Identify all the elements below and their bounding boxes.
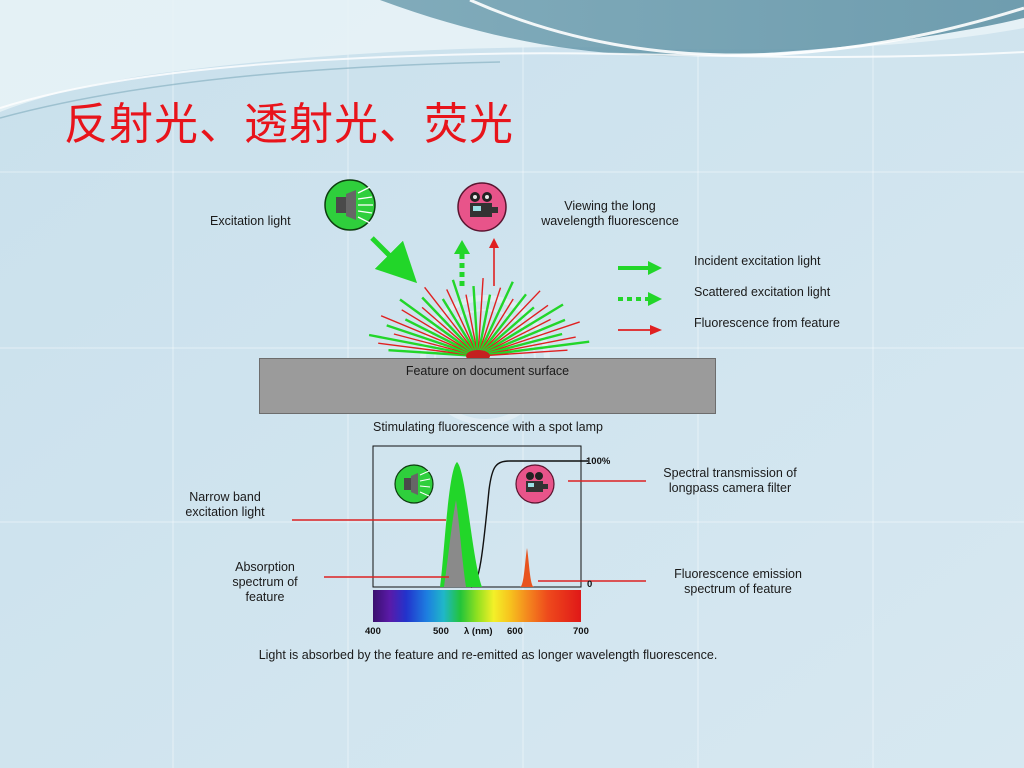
scattered-ray [441,298,480,357]
scattered-ray [421,296,479,357]
scattered-ray [399,298,479,357]
fluor-emission-line1: Fluorescence emission [674,567,802,581]
scattered-ray [451,279,480,357]
fluorescence-ray [477,278,484,357]
tick-700: 700 [573,626,589,637]
scattered-ray [477,332,563,358]
spectral-transmission-label: Spectral transmission of longpass camera… [650,466,810,496]
scattered-ray [477,303,564,358]
incident-excitation-arrow [370,236,418,284]
spot-lamp-icon [394,464,434,504]
viewing-label: Viewing the long wavelength fluorescence [530,199,690,229]
scattered-ray [477,306,535,357]
absorption-line1: Absorption [235,560,295,574]
scattered-ray [476,294,492,357]
absorption-line3: feature [245,590,285,604]
fluorescence-ray [401,309,479,357]
fluorescence-ray [477,321,580,357]
excitation-light-label: Excitation light [210,214,291,228]
scattered-ray [368,333,479,358]
surface-label: Feature on document surface [405,364,570,378]
scattered-ray [386,324,479,358]
fluorescence-ray [477,298,514,357]
narrow-band-line2: excitation light [185,505,265,519]
narrow-band-line1: Narrow band [189,490,261,504]
legend-item-scattered: Scattered excitation light [694,285,831,299]
fluorescence-ray [465,294,479,357]
label-zero: 0 [587,579,593,590]
tick-400: 400 [365,626,381,637]
spectral-line2: longpass camera filter [668,481,792,495]
absorption-label: Absorption spectrum of feature [215,560,315,605]
legend-dotted-green-arrow [618,292,662,306]
scattered-ray [404,318,479,358]
scattered-ray [476,281,514,357]
document-surface: Feature on document surface [259,358,716,414]
viewing-label-line2: wavelength fluorescence [541,214,679,228]
legend-item-fluorescence: Fluorescence from feature [694,316,840,330]
visible-spectrum-bar [373,590,581,622]
scattered-ray [472,286,480,357]
fluorescence-ray [477,287,502,357]
legend-solid-green-arrow [618,261,662,275]
emission-peak [520,548,534,587]
scattered-ray [477,318,566,358]
fluorescence-ray [446,289,479,357]
scattered-ray [477,340,590,358]
fluorescence-ray [477,349,568,357]
fluor-emission-line2: spectrum of feature [684,582,792,596]
legend-item-incident: Incident excitation light [694,254,821,268]
slide-title: 反射光、透射光、荧光 [64,99,514,150]
fluorescence-ray [380,315,479,357]
absorption-spectrum [444,500,466,587]
fluorescence-ray [424,286,479,357]
camera-icon [457,182,507,232]
spectral-line1: Spectral transmission of [663,466,797,480]
fluorescence-emission-label: Fluorescence emission spectrum of featur… [658,567,818,597]
scattered-ray [477,293,527,357]
camera-icon [515,464,555,504]
tick-600: 600 [507,626,523,637]
top-caption: Stimulating fluorescence with a spot lam… [373,420,603,434]
absorption-line2: spectrum of [232,575,298,589]
fluorescence-ray [477,290,541,357]
tick-500: 500 [433,626,449,637]
legend-red-arrow [618,325,662,335]
ray-fan [368,278,590,362]
axis-label-wavelength: λ (nm) [464,626,493,637]
viewing-label-line1: Viewing the long [564,199,656,213]
narrow-band-label: Narrow band excitation light [170,490,280,520]
bottom-caption: Light is absorbed by the feature and re-… [258,648,718,662]
spot-lamp-icon [324,179,376,231]
label-100-percent: 100% [586,456,611,467]
scattered-ray [388,349,479,358]
